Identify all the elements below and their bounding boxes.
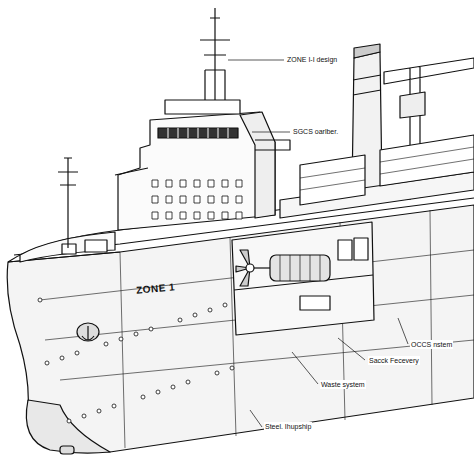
bow-mast — [58, 158, 78, 248]
porthole — [82, 414, 86, 418]
porthole — [171, 385, 175, 389]
bridge-window-frames — [168, 128, 228, 138]
porthole — [38, 298, 42, 302]
hatch-lines — [300, 147, 474, 190]
window — [194, 180, 200, 187]
window — [236, 212, 242, 219]
porthole — [149, 327, 153, 331]
porthole — [223, 303, 227, 307]
window — [166, 212, 172, 219]
window — [208, 196, 214, 203]
window — [222, 212, 228, 219]
window — [152, 212, 158, 219]
wheelhouse-roof — [165, 100, 240, 114]
hull-seams — [40, 210, 474, 448]
funnel-bands — [353, 75, 381, 95]
window — [180, 212, 186, 219]
window — [208, 212, 214, 219]
main-mast — [200, 8, 230, 100]
window — [208, 180, 214, 187]
leader-lines — [228, 60, 408, 427]
porthole — [208, 308, 212, 312]
machinery-unit — [338, 240, 352, 260]
anchor — [82, 326, 94, 340]
porthole — [156, 390, 160, 394]
window — [222, 196, 228, 203]
porthole — [75, 351, 79, 355]
callout-label: OCCS nstem — [410, 340, 453, 349]
engine-block — [270, 255, 330, 281]
engine-room-cutaway — [232, 222, 374, 335]
window — [152, 180, 158, 187]
window — [236, 196, 242, 203]
window — [222, 180, 228, 187]
deck-box — [85, 240, 107, 252]
bridge-windows — [158, 128, 238, 138]
tank — [300, 296, 330, 310]
callout-label: SGCS oarlber. — [292, 127, 339, 136]
porthole — [178, 318, 182, 322]
superstructure-side — [240, 112, 275, 218]
porthole — [45, 361, 49, 365]
porthole — [134, 332, 138, 336]
superstructure — [118, 112, 275, 230]
porthole — [186, 380, 190, 384]
window — [194, 212, 200, 219]
callout-label: Sacck Fecevery — [368, 356, 420, 365]
porthole — [193, 313, 197, 317]
anchor-pocket — [77, 323, 99, 341]
porthole — [141, 395, 145, 399]
porthole — [230, 366, 234, 370]
porthole — [104, 342, 108, 346]
window — [152, 196, 158, 203]
engine-ribs — [280, 255, 320, 281]
porthole — [60, 356, 64, 360]
porthole — [112, 404, 116, 408]
porthole — [67, 419, 71, 423]
deck-box — [62, 244, 76, 254]
crane-cab — [400, 92, 425, 118]
callout-label: Steel. Ihupship — [264, 422, 312, 431]
window — [166, 196, 172, 203]
portholes — [38, 298, 234, 423]
bridge-wings — [115, 140, 290, 175]
window — [194, 196, 200, 203]
porthole — [97, 409, 101, 413]
window — [180, 180, 186, 187]
porthole — [215, 371, 219, 375]
superstructure-windows — [152, 180, 242, 219]
callout-label: Waste system — [320, 380, 366, 389]
funnel-top — [354, 44, 380, 58]
window — [166, 180, 172, 187]
bulbous-bow — [26, 400, 110, 453]
keel-fitting — [60, 446, 74, 454]
window — [180, 196, 186, 203]
machinery-unit — [354, 238, 368, 260]
callout-label: ZONE I-I design — [286, 55, 338, 64]
hatch-covers — [300, 135, 474, 205]
hull — [7, 205, 474, 452]
porthole — [119, 337, 123, 341]
propeller-hub — [246, 264, 254, 272]
window — [236, 180, 242, 187]
